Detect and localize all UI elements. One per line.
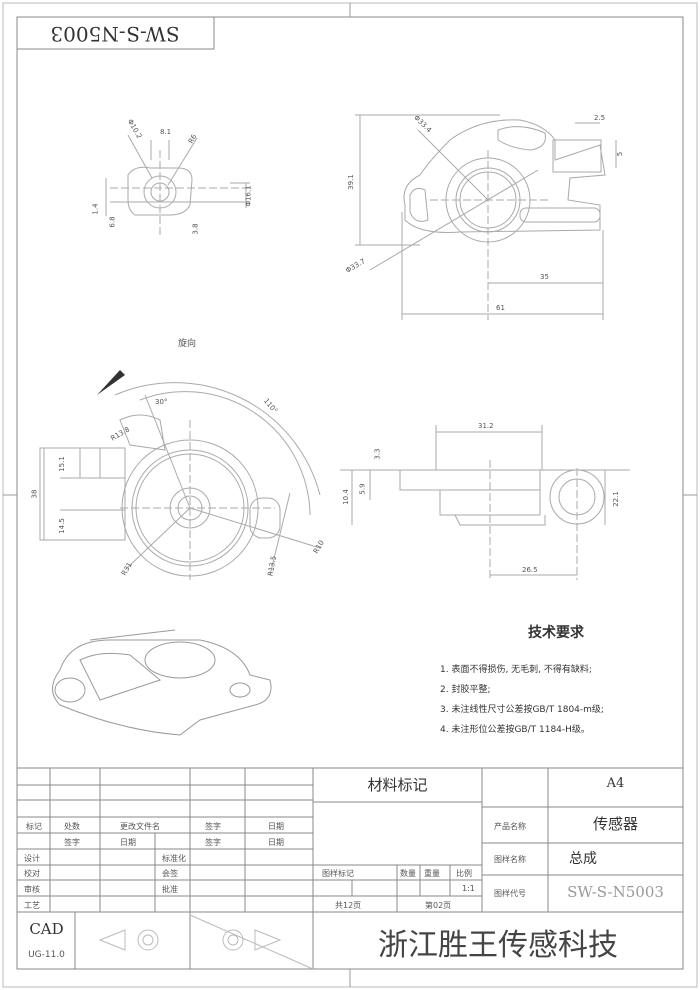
rev-header: 日期 xyxy=(120,838,136,847)
dim-label: 38 xyxy=(30,489,39,499)
dim-label: 39.1 xyxy=(346,174,355,190)
front-view-small xyxy=(105,134,250,235)
dim-label: 5.9 xyxy=(358,483,367,495)
title-block-grid xyxy=(17,767,683,969)
rotation-arrow-icon xyxy=(97,370,125,395)
tech-requirement-item: 3. 未注线性尺寸公差按GB/T 1804-m级; xyxy=(440,705,604,715)
dim-label: 3.8 xyxy=(191,223,200,235)
dim-label: 10.4 xyxy=(341,489,350,505)
drawing-code-label: 图样代号 xyxy=(494,889,526,898)
total-pages: 共12页 xyxy=(335,901,362,910)
product-name-label: 产品名称 xyxy=(494,822,526,831)
dim-label: 61 xyxy=(496,304,505,312)
rev-header: 签字 xyxy=(64,838,80,847)
rotation-direction-label: 旋向 xyxy=(178,339,197,349)
dim-label: 15.1 xyxy=(57,456,66,472)
dim-label: 5 xyxy=(616,151,625,157)
isometric-view xyxy=(52,629,272,736)
mirrored-drawing-code: SW-S-N5003 xyxy=(50,22,180,46)
rev-header: 日期 xyxy=(268,822,284,831)
top-view xyxy=(355,114,617,320)
tech-requirements: 技术要求 1. 表面不得损伤, 无毛刺, 不得有缺料; 2. 封胶平整; 3. … xyxy=(440,622,604,740)
dim-label: 26.5 xyxy=(522,566,538,574)
role-label: 工艺 xyxy=(24,901,40,910)
material-mark: 材料标记 xyxy=(367,776,428,794)
cad-label: CAD xyxy=(29,920,64,938)
dim-label: 14.5 xyxy=(57,518,66,534)
drawing-name-label: 图样名称 xyxy=(494,855,526,864)
projection-symbols xyxy=(98,914,314,970)
company-name: 浙江胜王传感科技 xyxy=(378,928,618,963)
info-header: 数量 xyxy=(400,869,416,878)
tech-requirements-title: 技术要求 xyxy=(528,625,584,641)
role-label: 设计 xyxy=(24,854,40,863)
role-label: 审核 xyxy=(24,885,40,894)
rev-header: 更改文件名 xyxy=(120,822,160,831)
info-header: 重量 xyxy=(424,869,440,878)
dim-label: 22.1 xyxy=(611,491,620,507)
dim-label: 2.5 xyxy=(594,114,606,122)
dim-label: 3.3 xyxy=(373,448,382,460)
drawing-name: 总成 xyxy=(569,851,597,867)
approval-label: 批准 xyxy=(162,885,178,894)
page-number: 第02页 xyxy=(425,901,452,910)
product-name: 传感器 xyxy=(592,815,638,833)
dim-label: 35 xyxy=(540,273,549,281)
approval-label: 会签 xyxy=(162,869,178,878)
tech-requirement-item: 4. 未注形位公差按GB/T 1184-H级。 xyxy=(440,725,590,735)
rotation-view xyxy=(39,382,321,580)
rev-header: 标记 xyxy=(26,822,42,831)
dim-label: 6.8 xyxy=(108,216,117,228)
approval-label: 标准化 xyxy=(162,854,186,863)
rev-header: 日期 xyxy=(268,838,284,847)
info-header: 图样标记 xyxy=(322,869,354,878)
dim-label: 1.4 xyxy=(91,203,100,215)
paper-size: A4 xyxy=(606,776,625,791)
dim-label: 30° xyxy=(155,398,168,406)
rev-header: 处数 xyxy=(64,822,80,831)
tech-requirement-item: 2. 封胶平整; xyxy=(440,685,491,695)
dim-label: 31.2 xyxy=(478,422,494,430)
rev-header: 签字 xyxy=(205,822,221,831)
role-label: 校对 xyxy=(24,869,40,878)
dim-label: Φ16.1 xyxy=(244,185,253,207)
side-view xyxy=(340,425,630,580)
rev-header: 签字 xyxy=(205,838,221,847)
cad-version: UG-11.0 xyxy=(28,950,65,960)
dim-label: 8.1 xyxy=(160,128,172,136)
drawing-code: SW-S-N5003 xyxy=(567,883,664,901)
tech-requirement-item: 1. 表面不得损伤, 无毛刺, 不得有缺料; xyxy=(440,665,592,675)
info-header: 比例 xyxy=(456,869,472,878)
scale-value: 1:1 xyxy=(462,884,475,893)
